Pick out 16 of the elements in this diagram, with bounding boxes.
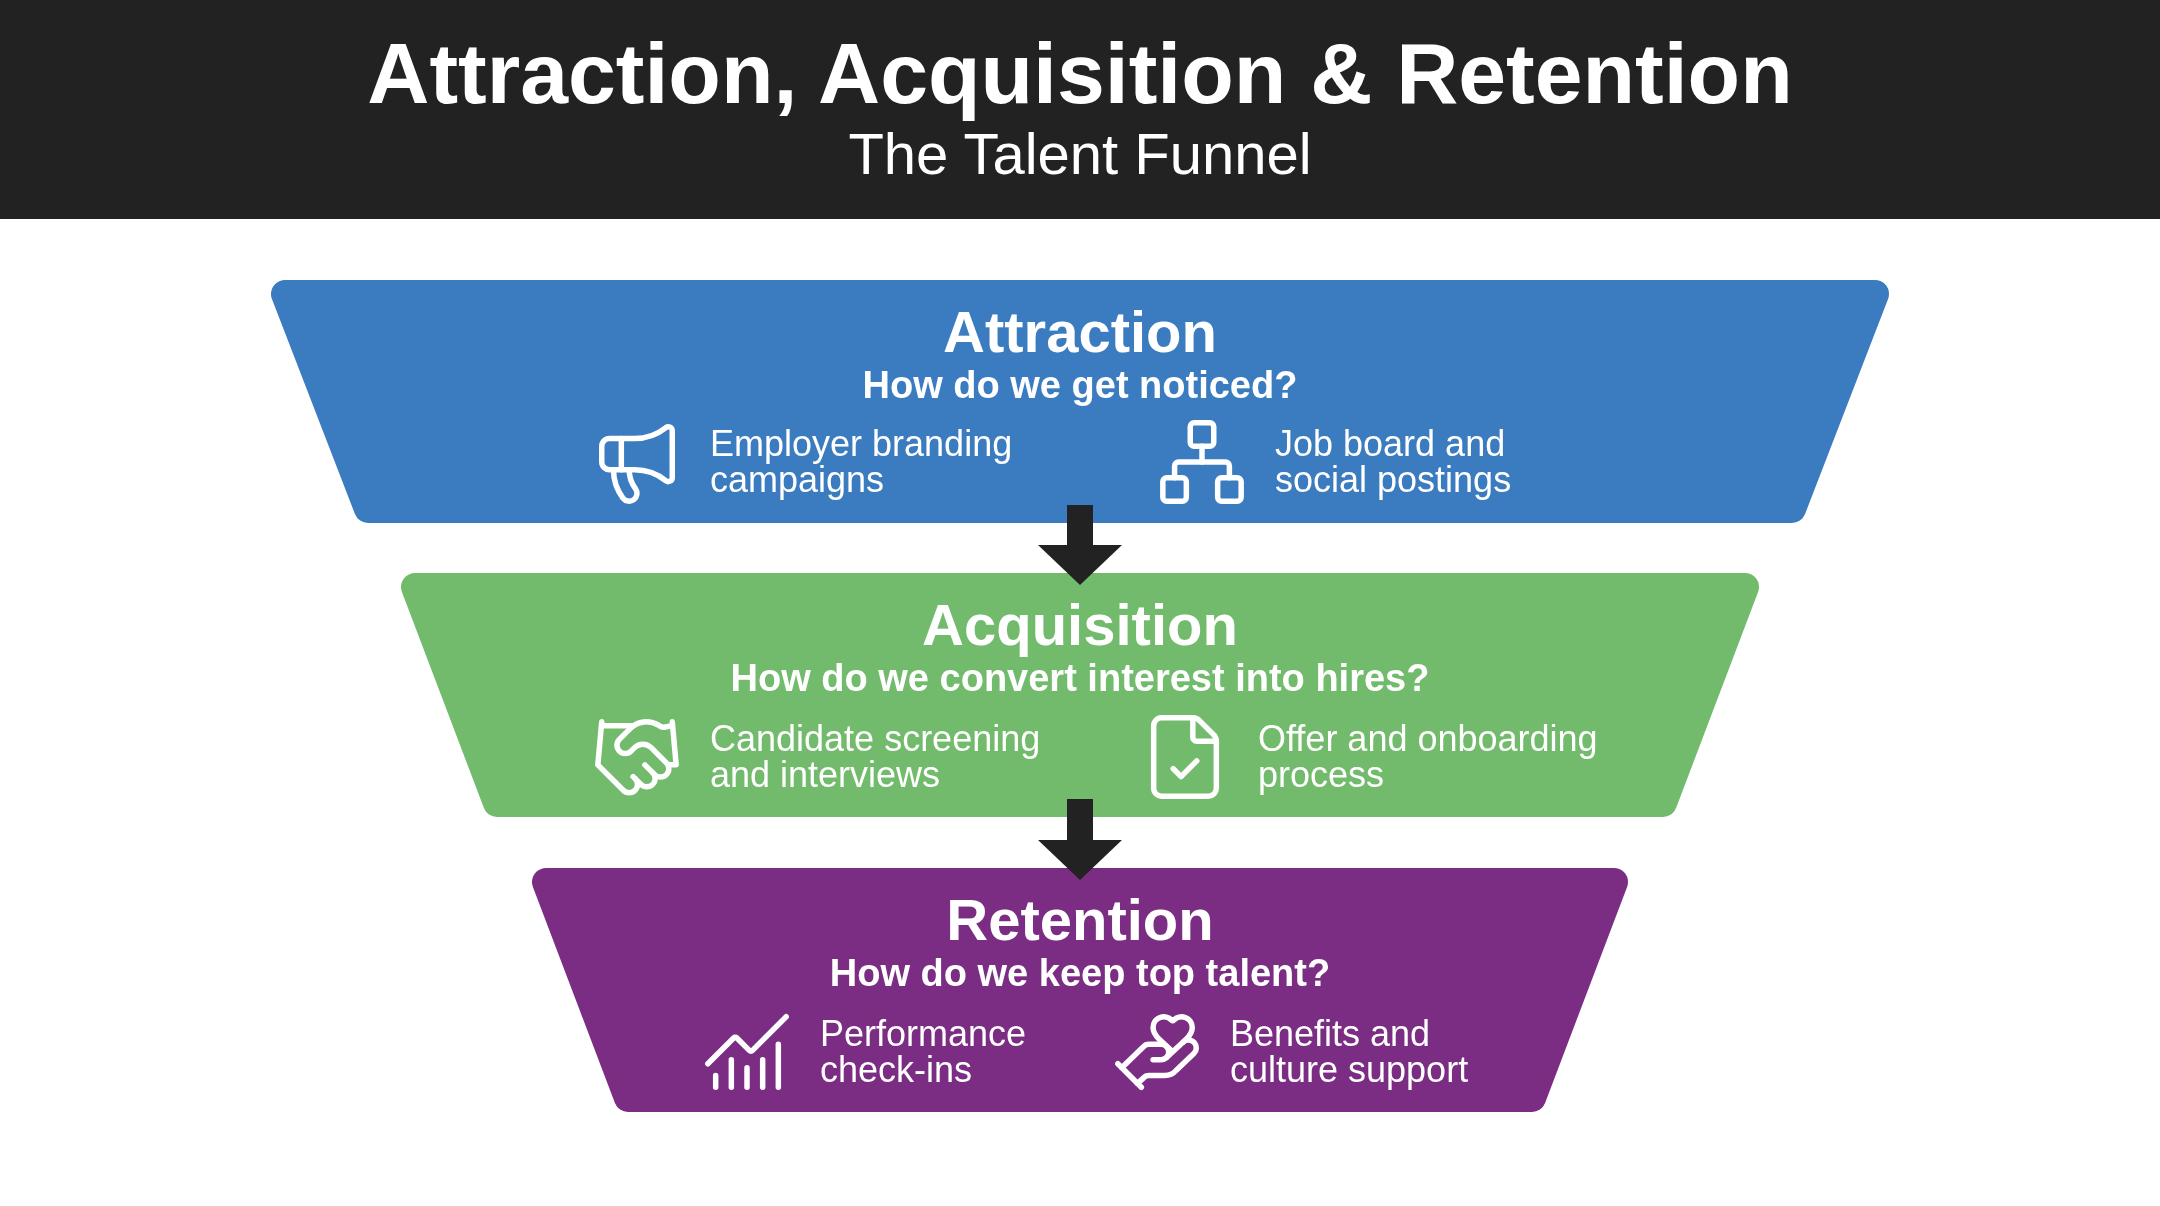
subtitle: The Talent Funnel (847, 122, 1313, 186)
item-text: Offer and onboarding process (1258, 721, 1599, 793)
stage-question: How do we convert interest into hires? (729, 658, 1431, 700)
item-text: Employer branding campaigns (710, 426, 1014, 498)
item-text: Benefits and culture support (1230, 1016, 1470, 1088)
item-text: Job board and social postings (1275, 426, 1513, 498)
title: Attraction, Acquisition & Retention (366, 26, 1794, 121)
stage-question: How do we keep top talent? (828, 953, 1332, 995)
stage-heading: Retention (945, 888, 1215, 952)
down-arrow (1038, 505, 1122, 585)
down-arrow (1038, 799, 1122, 880)
stage-heading: Attraction (942, 300, 1218, 364)
stage-heading: Acquisition (921, 593, 1239, 657)
item-text: Candidate screening and interviews (710, 721, 1042, 793)
item-text: Performance check-ins (820, 1016, 1028, 1088)
stage-question: How do we get noticed? (861, 365, 1299, 407)
